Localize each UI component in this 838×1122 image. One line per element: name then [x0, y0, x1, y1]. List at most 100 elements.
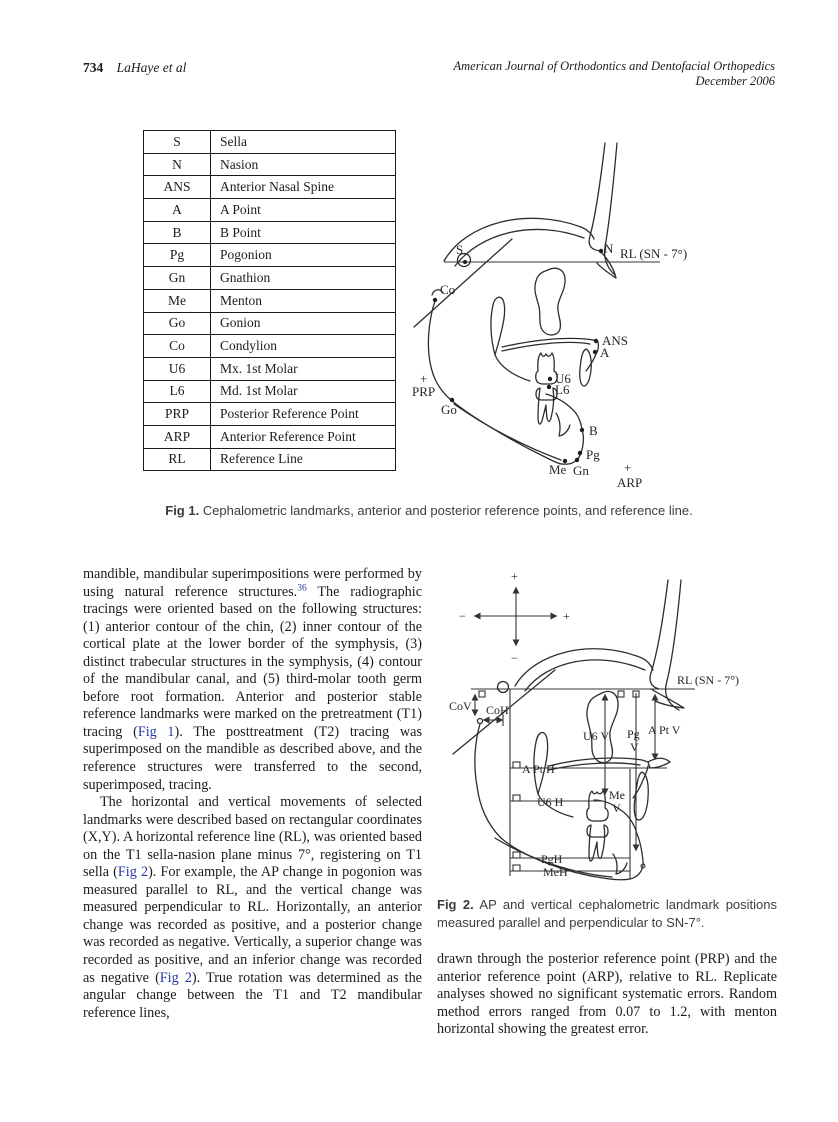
landmark-abbreviation: N [143, 152, 211, 177]
landmark-abbreviation: Me [143, 288, 211, 313]
skull-tracing [413, 142, 618, 465]
landmark-name: Posterior Reference Point [210, 402, 396, 426]
text-segment: ). For example, the AP change in pogonio… [83, 864, 422, 986]
landmark-name: Nasion [210, 152, 396, 177]
label-mev-v: V [612, 801, 621, 815]
figure-reference[interactable]: Fig 1 [137, 723, 175, 740]
text-segment: ). True rotation was determined as the a… [83, 969, 422, 1021]
landmark-abbreviation: ARP [143, 424, 211, 449]
landmark-abbreviation: RL [143, 447, 211, 472]
fig2-cephalometric-tracing: + − − + RL (SN - 7°) CoV CoH U6 V Pg V A… [449, 569, 739, 881]
measurement-lines [471, 689, 667, 879]
fig1-caption-text: Cephalometric landmarks, anterior and po… [199, 503, 693, 518]
issue-date: December 2006 [695, 74, 776, 88]
journal-title: American Journal of Orthodontics and Den… [453, 59, 776, 73]
left-column: mandible, mandibular superimpositions we… [83, 566, 422, 1022]
landmark-abbreviation: Go [143, 311, 211, 336]
landmark-abbreviation: PRP [143, 402, 211, 426]
label-pgv-v: V [630, 740, 639, 754]
landmark-name: Condylion [210, 334, 396, 358]
label-u6h: U6 H [537, 795, 564, 809]
paragraph: mandible, mandibular superimpositions we… [83, 566, 422, 794]
figure-reference[interactable]: Fig 2 [117, 864, 149, 881]
landmark-name: Gonion [210, 311, 396, 336]
label-prp: PRP [412, 384, 435, 399]
label-meh: MeH [543, 865, 568, 879]
label-arp: ARP [617, 475, 642, 490]
label-b-point: B [589, 423, 598, 438]
text-segment: drawn through the posterior reference po… [437, 951, 777, 1038]
label-u6: U6 [555, 371, 571, 386]
landmark-name: B Point [210, 220, 396, 245]
landmark-abbreviation: U6 [143, 356, 211, 381]
landmark-name: A Point [210, 198, 396, 222]
fig1-landmark-dots [432, 248, 604, 464]
text-segment: ). The posttreatment (T2) tracing was su… [83, 723, 422, 793]
fig2-caption-label: Fig 2. [437, 897, 474, 912]
citation-reference[interactable]: 36 [297, 582, 307, 593]
label-nasion: N [604, 241, 614, 256]
fig1-caption-label: Fig 1. [165, 503, 200, 518]
label-minus-bottom: − [511, 651, 518, 665]
page-number: 734 [83, 60, 104, 75]
landmark-name: Anterior Nasal Spine [210, 175, 396, 200]
landmark-name: Sella [210, 130, 396, 154]
header-right: American Journal of Orthodontics and Den… [454, 59, 776, 89]
landmark-abbreviation: S [143, 130, 211, 154]
fig2-labels: + − − + RL (SN - 7°) CoV CoH U6 V Pg V A… [449, 569, 739, 879]
label-l6: L6 [555, 382, 570, 397]
text-segment: mandible, mandibular superimpositions we… [83, 566, 422, 600]
label-plus-right: + [563, 609, 570, 623]
label-gonion: Go [441, 402, 457, 417]
label-prp-plus: + [420, 371, 427, 386]
header-left: 734 LaHaye et al [83, 60, 186, 76]
label-reference-line: RL (SN - 7°) [677, 673, 739, 687]
fig2-caption: Fig 2. AP and vertical cephalometric lan… [437, 896, 777, 931]
text-segment: The horizontal and vertical movements of… [83, 794, 422, 881]
landmark-abbreviation: B [143, 220, 211, 245]
right-column: drawn through the posterior reference po… [437, 951, 777, 1039]
landmark-abbreviation: Co [143, 334, 211, 358]
fig1-cephalometric-tracing: S N RL (SN - 7°) Co ANS A U6 L6 + PRP Go… [412, 142, 687, 490]
landmark-abbreviation: Pg [143, 243, 211, 268]
label-reference-line: RL (SN - 7°) [620, 246, 687, 261]
landmark-abbreviation: L6 [143, 379, 211, 404]
landmark-name: Menton [210, 288, 396, 313]
label-gnathion: Gn [573, 463, 589, 478]
landmark-abbreviation: A [143, 198, 211, 222]
landmark-name: Anterior Reference Point [210, 424, 396, 449]
label-pgv: Pg [627, 727, 640, 741]
text-segment: The radiographic tracings were oriented … [83, 583, 422, 740]
landmark-name: Pogonion [210, 243, 396, 268]
label-aptv: A Pt V [648, 723, 681, 737]
paragraph: The horizontal and vertical movements of… [83, 794, 422, 1022]
authors: LaHaye et al [116, 60, 187, 75]
label-ans: ANS [602, 333, 628, 348]
figure-reference[interactable]: Fig 2 [159, 969, 192, 986]
paragraph: drawn through the posterior reference po… [437, 951, 777, 1039]
label-coh: CoH [486, 703, 509, 717]
fig1-caption: Fig 1. Cephalometric landmarks, anterior… [83, 503, 775, 518]
fig1-labels: S N RL (SN - 7°) Co ANS A U6 L6 + PRP Go… [412, 241, 687, 490]
landmark-name: Gnathion [210, 266, 396, 290]
label-sella: S [456, 242, 463, 257]
label-mev: Me [609, 788, 625, 802]
fig2-caption-text: AP and vertical cephalometric landmark p… [437, 897, 777, 930]
label-minus-left: − [459, 609, 466, 623]
label-arp-plus: + [624, 460, 631, 475]
label-pgh: PgH [541, 852, 563, 866]
